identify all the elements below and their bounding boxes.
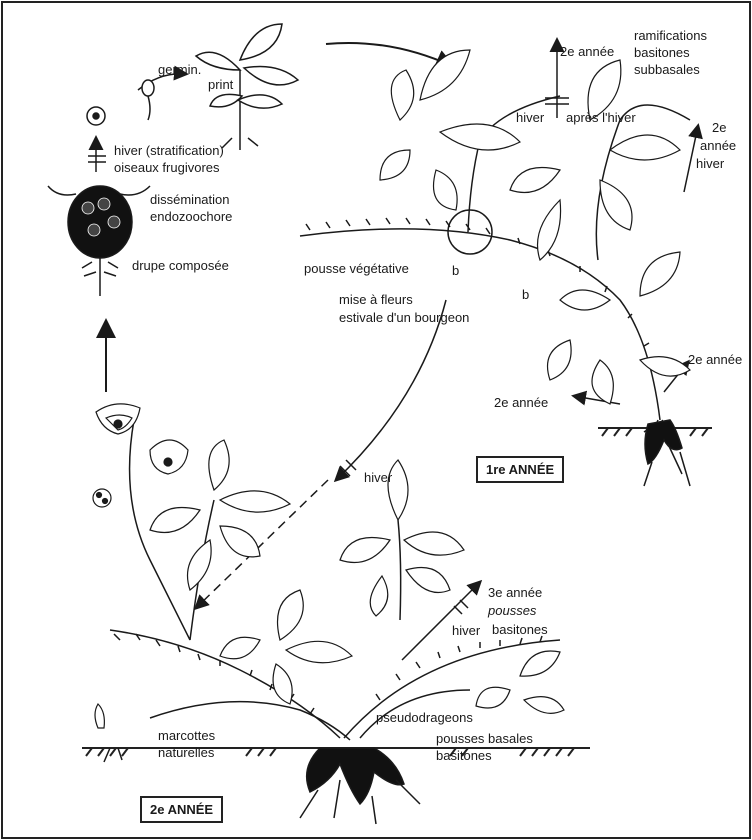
compound-drupe [48,186,150,296]
germinating-seed [142,80,154,120]
label-naturelles: naturelles [158,745,214,760]
label-b-2: b [522,287,529,302]
label-mise-a-fleurs: mise à fleurs [339,292,413,307]
label-hiver-right: hiver [696,156,724,171]
label-apres-hiver: après l'hiver [566,110,636,125]
label-printemps: print [208,77,233,92]
label-b-1: b [452,263,459,278]
box-year1: 1re ANNÉE [476,456,564,483]
label-3e-annee: 3e année [488,585,542,600]
label-subbasales: subbasales [634,62,700,77]
label-hiver-mid: hiver [364,470,392,485]
label-2e-annee-left: 2e année [494,395,548,410]
arrow-flowering-to-winter [336,300,446,480]
label-2e-right-a: 2e [712,120,726,135]
label-basitones-2: basitones [492,622,548,637]
year2-flowers [93,404,188,728]
arrow-2e-annee-left [574,396,620,404]
year1-root [644,420,690,486]
label-germination: germin. [158,62,201,77]
label-oiseaux-frugivores: oiseaux frugivores [114,160,220,175]
label-drupe-composee: drupe composée [132,258,229,273]
label-estivale-bourgeon: estivale d'un bourgeon [339,310,469,325]
label-marcottes: marcottes [158,728,215,743]
label-annee-right-a: année [700,138,736,153]
label-basitones-3: basitones [436,748,492,763]
label-basitones-1: basitones [634,45,690,60]
label-pousses: pousses [488,603,536,618]
seed [87,107,105,125]
label-endozoochore: endozoochore [150,209,232,224]
arrow-3e-annee [402,582,480,660]
label-dissemination: dissémination [150,192,230,207]
label-hiver-stratification: hiver (stratification) [114,143,224,158]
label-2e-annee-right-b: 2e année [688,352,742,367]
label-2e-annee-top: 2e année [560,44,614,59]
label-hiver-top: hiver [516,110,544,125]
label-pousse-vegetative: pousse végétative [304,261,409,276]
arrow-seedling-to-plant [326,43,452,66]
label-pousses-basales: pousses basales [436,731,533,746]
label-ramifications: ramifications [634,28,707,43]
box-year2: 2e ANNÉE [140,796,223,823]
label-hiver-bottom: hiver [452,623,480,638]
label-pseudodrageons: pseudodrageons [376,710,473,725]
